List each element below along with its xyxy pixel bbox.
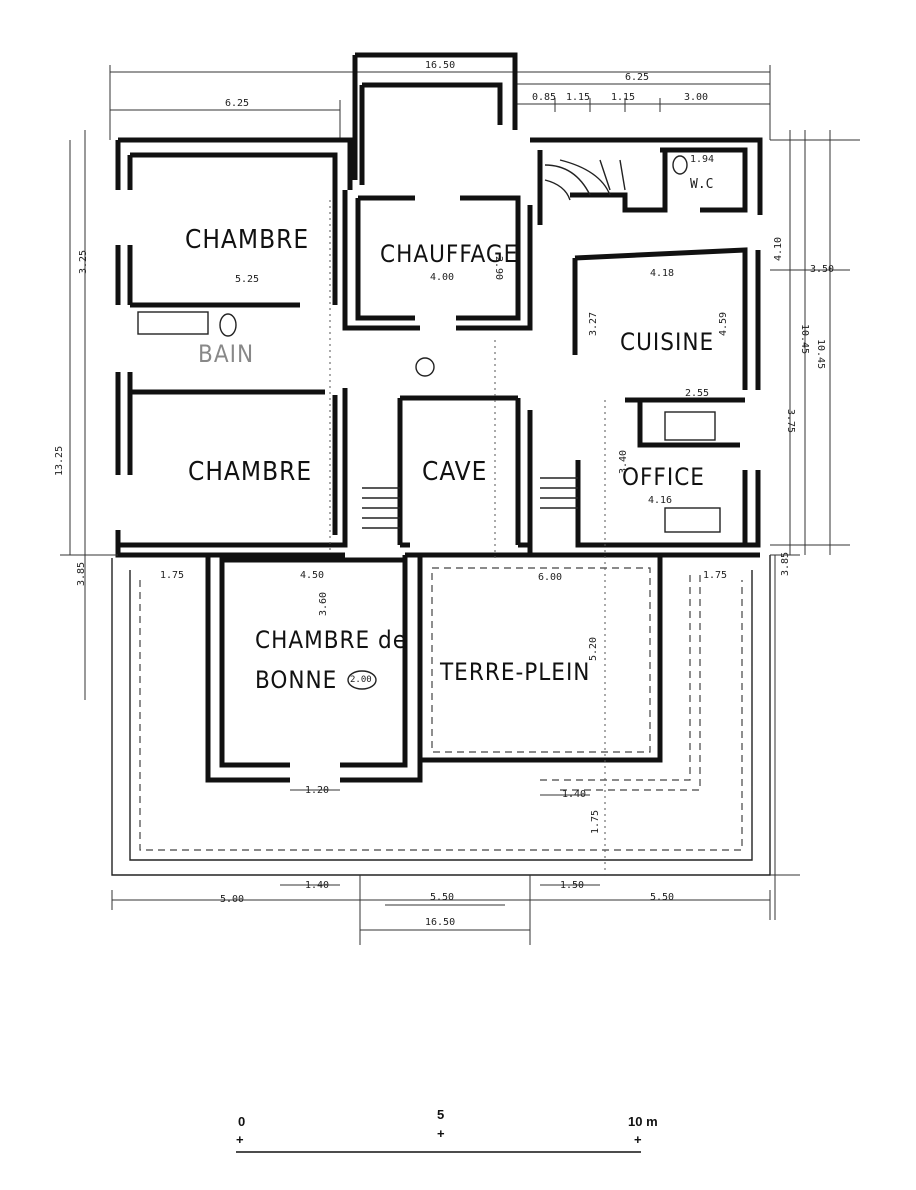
- dim-bonne-stamp: 2.00: [350, 675, 372, 685]
- dim-top-r4: 3.00: [684, 92, 708, 103]
- room-label-bain: BAIN: [198, 340, 254, 368]
- dim-chauffage-width: 4.00: [430, 272, 454, 283]
- foundation-outline: [111, 200, 771, 880]
- room-label-wc: W.C: [690, 177, 713, 192]
- toilet-icon: [672, 155, 688, 175]
- lower-walls: [205, 552, 760, 783]
- dim-wc-width: 1.94: [690, 154, 714, 165]
- dim-left-3: 13.25: [54, 446, 65, 476]
- drain-icon: [415, 357, 435, 377]
- dim-bottom-w2: 1.50: [560, 880, 584, 891]
- dim-bonne-depth: 3.60: [318, 592, 329, 616]
- dim-right-margin: 1.75: [703, 570, 727, 581]
- scale-label-5: 5: [437, 1107, 444, 1122]
- top-dimension-lines: [109, 65, 771, 140]
- dim-top-r3: 1.15: [611, 92, 635, 103]
- dim-office-top: 2.55: [685, 388, 709, 399]
- room-label-chambre-bonne-1: CHAMBRE de: [255, 626, 407, 654]
- room-label-chambre-2: CHAMBRE: [188, 457, 312, 487]
- room-label-chauffage: CHAUFFAGE: [380, 240, 518, 268]
- bottom-dimension-lines: [111, 789, 771, 945]
- room-label-cave: CAVE: [422, 457, 487, 487]
- dim-bottom-total: 16.50: [425, 917, 455, 928]
- dim-bottom-left: 5.00: [220, 894, 244, 905]
- dim-chambre1-width: 5.25: [235, 274, 259, 285]
- dim-left-1: 3.25: [78, 250, 89, 274]
- dim-terre-depth: 5.20: [588, 637, 599, 661]
- dim-right-5: 3.75: [785, 409, 796, 433]
- dim-chauffage-depth: 2.90: [493, 256, 504, 280]
- scale-tick-5: +: [437, 1126, 445, 1141]
- dim-bonne-width: 4.50: [300, 570, 324, 581]
- stairs: [362, 159, 626, 529]
- dim-bottom-w1: 1.40: [305, 880, 329, 891]
- dim-bottom-gap: 1.75: [590, 810, 601, 834]
- dim-bottom-window-1: 1.20: [305, 785, 329, 796]
- scale-tick-10: +: [634, 1132, 642, 1147]
- dim-cuisine-width: 4.18: [650, 268, 674, 279]
- dim-right-3: 10.45: [799, 324, 810, 354]
- room-label-cuisine: CUISINE: [620, 328, 714, 356]
- scale-label-0: 0: [238, 1114, 245, 1129]
- dim-top-total: 16.50: [425, 60, 455, 71]
- left-dimension-lines: [60, 130, 118, 700]
- dim-top-r1: 0.85: [532, 92, 556, 103]
- dim-left-2: 3.85: [76, 562, 87, 586]
- dim-top-r2: 1.15: [566, 92, 590, 103]
- scale-label-10: 10 m: [628, 1114, 658, 1129]
- fixtures: [137, 155, 721, 690]
- basin-icon: [219, 313, 237, 337]
- dim-right-1: 4.10: [773, 237, 784, 261]
- dim-office-width: 4.16: [648, 495, 672, 506]
- dim-cuisine-depth: 4.59: [718, 312, 729, 336]
- dim-top-left: 6.25: [225, 98, 249, 109]
- stove-icon: [664, 507, 721, 533]
- dim-bottom-right: 5.50: [650, 892, 674, 903]
- bathtub-icon: [137, 311, 209, 335]
- room-label-office: OFFICE: [622, 463, 705, 491]
- dim-right-6: 3.85: [780, 552, 791, 576]
- dim-top-right: 6.25: [625, 72, 649, 83]
- house-walls: [115, 52, 763, 558]
- room-label-chambre-bonne-2: BONNE: [255, 666, 337, 694]
- sink-icon: [664, 411, 716, 441]
- dim-bottom-window-2: 1.40: [562, 789, 586, 800]
- dim-bottom-mid: 5.50: [430, 892, 454, 903]
- stamp-icon: [347, 670, 377, 690]
- dim-office-depth: 3.40: [618, 450, 629, 474]
- dim-terre-width: 6.00: [538, 572, 562, 583]
- dim-cuisine-inner: 3.27: [588, 312, 599, 336]
- dim-right-2: 3.50: [810, 264, 834, 275]
- room-label-terre-plein: TERRE-PLEIN: [439, 658, 590, 686]
- scale-tick-0: +: [236, 1132, 244, 1147]
- dim-right-4: 10.45: [815, 339, 826, 369]
- right-dimension-lines: [770, 130, 860, 920]
- dim-left-margin: 1.75: [160, 570, 184, 581]
- room-label-chambre-1: CHAMBRE: [185, 225, 309, 255]
